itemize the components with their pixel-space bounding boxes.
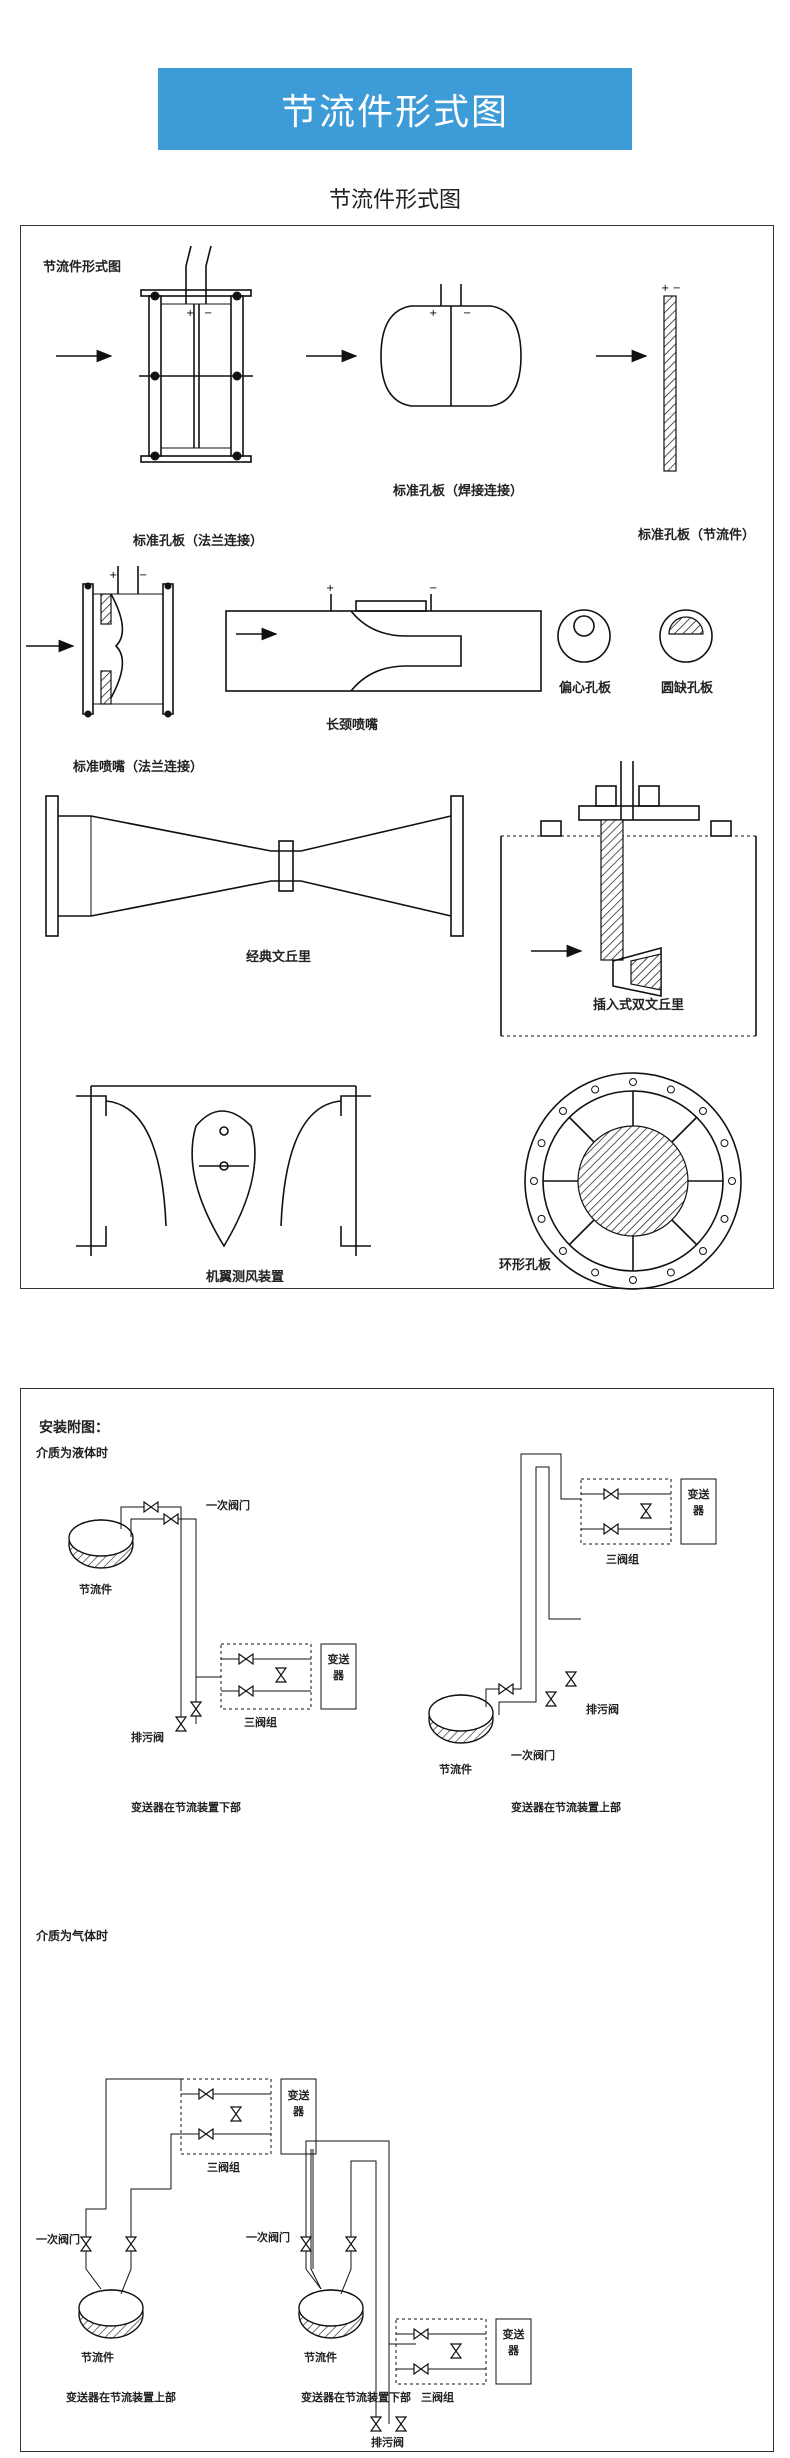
label-three-valve: 三阀组: [606, 1553, 639, 1566]
label-throttle: 节流件: [79, 1583, 112, 1596]
bolt-hole: [537, 1214, 546, 1223]
label-transmitter: 变送器: [327, 1653, 350, 1682]
label-three-valve: 三阀组: [207, 2161, 240, 2174]
insert-venturi-drawing: [500, 761, 757, 1037]
throttle-forms-panel: +− +− + − +−: [20, 225, 774, 1290]
page-banner: 节流件形式图: [158, 68, 632, 150]
label-annular-orifice: 环形孔板: [499, 1258, 552, 1273]
bolt-hole: [530, 1177, 538, 1185]
bolt-hole: [558, 1106, 567, 1115]
bolt-hole: [629, 1276, 637, 1284]
annular-orifice-drawing: [524, 1072, 742, 1290]
bolt-hole: [720, 1139, 729, 1148]
long-nozzle-drawing: +−: [225, 583, 542, 692]
bolt-hole: [666, 1268, 675, 1277]
label-three-valve: 三阀组: [244, 1716, 277, 1729]
bolt-hole: [558, 1247, 567, 1256]
bolt-hole: [728, 1177, 736, 1185]
page-subtitle: 节流件形式图: [328, 188, 461, 213]
label-drain-valve: 排污阀: [371, 2436, 404, 2449]
label-throttle: 节流件: [304, 2351, 337, 2364]
label-airfoil: 机翼测风装置: [206, 1270, 285, 1285]
orifice-plate-drawing: + −: [661, 283, 681, 472]
label-drain-valve: 排污阀: [586, 1703, 619, 1716]
liquid-below-diagram: [68, 1501, 357, 1732]
label-throttle: 节流件: [439, 1763, 472, 1776]
svg-text:−: −: [463, 308, 471, 319]
label-transmitter: 变送器: [287, 2089, 310, 2118]
gas-section-title: 介质为气体时: [36, 1929, 109, 1943]
orifice-weld-drawing: +−: [380, 284, 522, 407]
orifice-flange-drawing: +−: [139, 245, 253, 463]
airfoil-drawing: [76, 1085, 371, 1256]
gas-below-diagram: [298, 2140, 532, 2432]
label-throttle: 节流件: [81, 2351, 114, 2364]
bolt-hole: [666, 1085, 675, 1094]
nozzle-flange-drawing: +−: [82, 566, 174, 718]
label-orifice-flange: 标准孔板（法兰连接）: [133, 534, 264, 549]
svg-text:+: +: [186, 308, 194, 319]
caption-transmitter-above: 变送器在节流装置上部: [511, 1801, 621, 1814]
label-orifice-weld: 标准孔板（焊接连接）: [393, 484, 524, 499]
label-primary-valve: 一次阀门: [246, 2231, 290, 2244]
caption-transmitter-above: 变送器在节流装置上部: [66, 2391, 176, 2404]
svg-text:−: −: [204, 308, 212, 319]
svg-text:+: +: [429, 308, 437, 319]
label-nozzle-flange: 标准喷嘴（法兰连接）: [73, 760, 204, 775]
label-eccentric-orifice: 偏心孔板: [559, 681, 612, 696]
svg-text:−: −: [139, 570, 147, 581]
panel1-corner-title: 节流件形式图: [43, 260, 122, 275]
svg-text:+: +: [326, 583, 334, 594]
bolt-hole: [720, 1214, 729, 1223]
liquid-above-diagram: [428, 1453, 717, 1744]
gas-above-diagram: [78, 2078, 317, 2339]
installation-panel: 安装附图： 介质为液体时 介质为气体时 一次阀门 节流件 三阀组 排污阀 变送器…: [20, 1388, 774, 2452]
segment-orifice-drawing: [659, 609, 713, 663]
bolt-hole: [591, 1085, 600, 1094]
svg-text:−: −: [429, 583, 437, 594]
label-drain-valve: 排污阀: [131, 1731, 164, 1744]
label-orifice-throttle: 标准孔板（节流件）: [638, 528, 756, 543]
label-insert-venturi: 插入式双文丘里: [593, 998, 685, 1013]
installation-drawing: [68, 1453, 717, 2432]
panel2-corner-title: 安装附图：: [39, 1420, 109, 1436]
bolt-hole: [699, 1106, 708, 1115]
venturi-drawing: [45, 795, 464, 937]
label-three-valve: 三阀组: [421, 2391, 454, 2404]
label-primary-valve: 一次阀门: [511, 1749, 555, 1762]
liquid-section-title: 介质为液体时: [36, 1446, 109, 1460]
label-long-nozzle: 长颈喷嘴: [326, 718, 379, 733]
label-primary-valve: 一次阀门: [36, 2233, 80, 2246]
svg-text:+: +: [109, 570, 117, 581]
caption-transmitter-below: 变送器在节流装置下部: [131, 1801, 241, 1814]
bolt-hole: [629, 1078, 637, 1086]
label-transmitter: 变送器: [502, 2328, 525, 2357]
throttle-forms-drawing: +− +− + − +−: [26, 245, 757, 1290]
label-venturi: 经典文丘里: [246, 950, 312, 965]
bolt-hole: [537, 1139, 546, 1148]
caption-transmitter-below: 变送器在节流装置下部: [301, 2391, 411, 2404]
bolt-hole: [591, 1268, 600, 1277]
label-primary-valve: 一次阀门: [206, 1499, 250, 1512]
label-segment-orifice: 圆缺孔板: [661, 681, 714, 696]
eccentric-orifice-drawing: [557, 609, 611, 663]
svg-text:+ −: + −: [661, 283, 681, 294]
label-transmitter: 变送器: [687, 1488, 710, 1517]
bolt-hole: [699, 1247, 708, 1256]
